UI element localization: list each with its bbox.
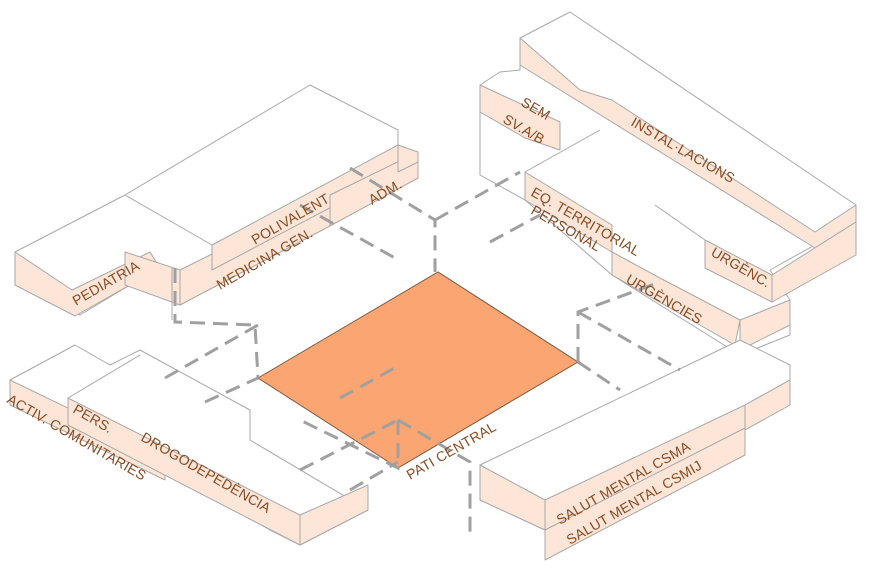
wing-northeast-roofline (654, 204, 706, 241)
wing-northwest-roofline (124, 194, 213, 246)
instal-lacions-facade (519, 37, 857, 249)
path-north-4 (489, 213, 541, 244)
path-patio (339, 363, 401, 400)
path-east-2 (577, 310, 681, 372)
path-south-4 (349, 460, 399, 492)
path-west-3 (204, 376, 259, 404)
path-west-2 (164, 323, 259, 380)
path-south-2 (397, 418, 472, 535)
path-east-3 (577, 360, 621, 392)
wing-southwest (9, 344, 369, 546)
wing-southwest-end-facade (299, 484, 369, 546)
path-north-2 (434, 170, 521, 222)
path-south-1 (299, 418, 400, 471)
urgencies-facade (611, 251, 741, 346)
wing-northeast-end-facade (771, 221, 857, 303)
wing-southeast-end-facade (744, 379, 791, 431)
adm-facade (329, 151, 419, 227)
pati-central (257, 271, 579, 469)
salut-mental-csmij-facade (544, 404, 746, 561)
wing-northwest-step-facade (397, 144, 419, 173)
wing-southeast-floor-line (544, 427, 746, 531)
sem-facade (479, 84, 561, 151)
wing-southeast (479, 339, 791, 561)
wing-northeast-ridge (524, 129, 601, 173)
wing-northwest-end-facade (124, 251, 181, 306)
path-north-3 (299, 203, 396, 260)
circulation-paths (164, 166, 681, 535)
wing-southwest-roofline (67, 354, 141, 399)
path-south-3 (299, 418, 399, 472)
path-west-1 (173, 268, 260, 379)
wing-northeast (479, 11, 857, 356)
